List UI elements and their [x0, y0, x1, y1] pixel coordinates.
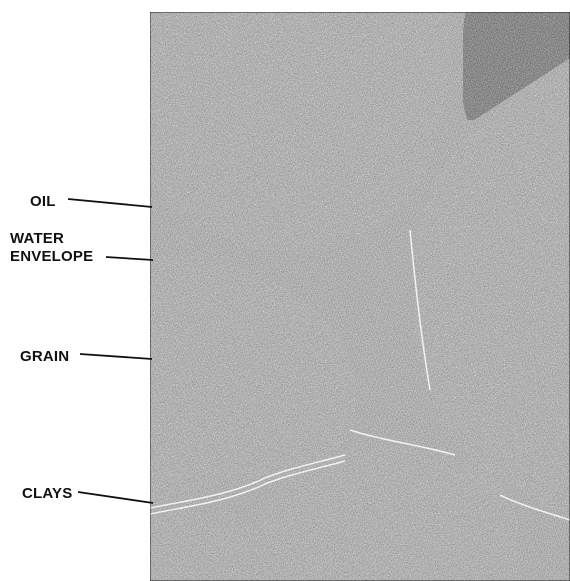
grain-label: GRAIN — [20, 348, 69, 365]
oil-label: OIL — [30, 193, 56, 210]
clays-leader — [78, 492, 153, 503]
water-envelope-leader — [106, 257, 153, 260]
callouts: OIL WATER ENVELOPE GRAIN CLAYS — [10, 193, 153, 503]
grain-leader — [80, 354, 152, 359]
clays-label: CLAYS — [22, 485, 72, 502]
grain-bottom-left-corner — [150, 511, 251, 581]
micrograph-panel — [150, 12, 570, 581]
water-envelope-label-line2: ENVELOPE — [10, 248, 93, 265]
oil-leader — [68, 199, 152, 207]
water-envelope-label-line1: WATER — [10, 230, 64, 247]
